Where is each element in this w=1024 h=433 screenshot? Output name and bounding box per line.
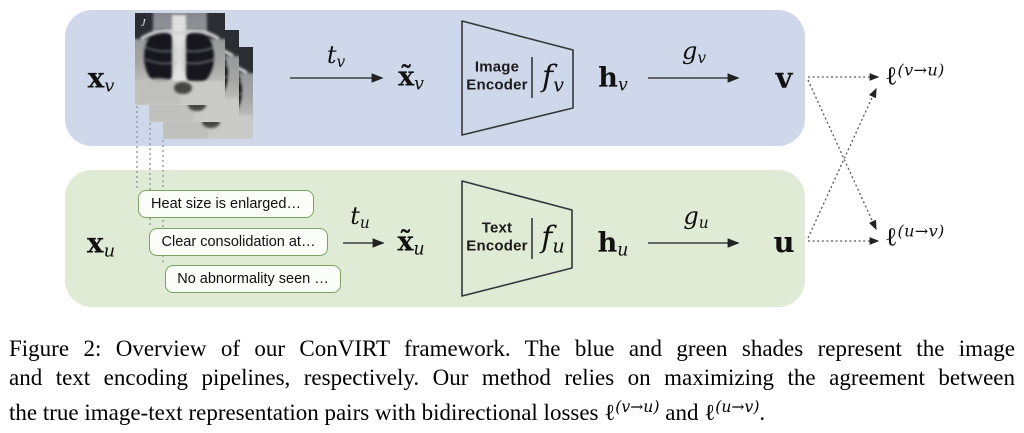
image-projection-label: gv [681,37,707,67]
image-hidden-label: hv [598,62,628,96]
text-augmented-label: x̃u [397,226,425,260]
report-snippet-2: Clear consolidation at… [149,228,328,256]
report-snippet-1: Heat size is enlarged… [138,190,314,218]
text-output-label: u [773,225,795,259]
chest-xray-image-front [135,13,225,105]
caption-line-3: the true image-text representation pairs… [9,397,766,426]
text-projection-label: gu [683,202,709,232]
image-augmented-label: x̃v [398,61,424,95]
report-snippet-3: No abnormality seen … [165,265,341,293]
image-encoder-fn-label: fv [542,59,564,97]
text-transform-label: tu [350,202,370,232]
image-transform-label: tv [326,41,346,71]
caption-line-1: Figure 2: Overview of our ConVIRT framew… [9,336,1015,361]
loss-v-to-u-label: ℓ(v→u) [885,60,945,92]
text-encoder-fn-label: fu [541,220,565,258]
figure-caption: Figure 2: Overview of our ConVIRT framew… [9,334,1015,428]
caption-line-2: and text encoding pipelines, respectivel… [9,365,1015,390]
image-input-label: xv [87,61,115,97]
text-hidden-label: hu [597,227,629,261]
text-input-label: xu [86,226,116,262]
loss-arrow-v-to-uv [807,79,877,231]
image-output-label: v [775,61,793,95]
loss-arrow-u-to-vu [807,87,877,239]
loss-u-to-v-label: ℓ(u→v) [885,221,945,253]
